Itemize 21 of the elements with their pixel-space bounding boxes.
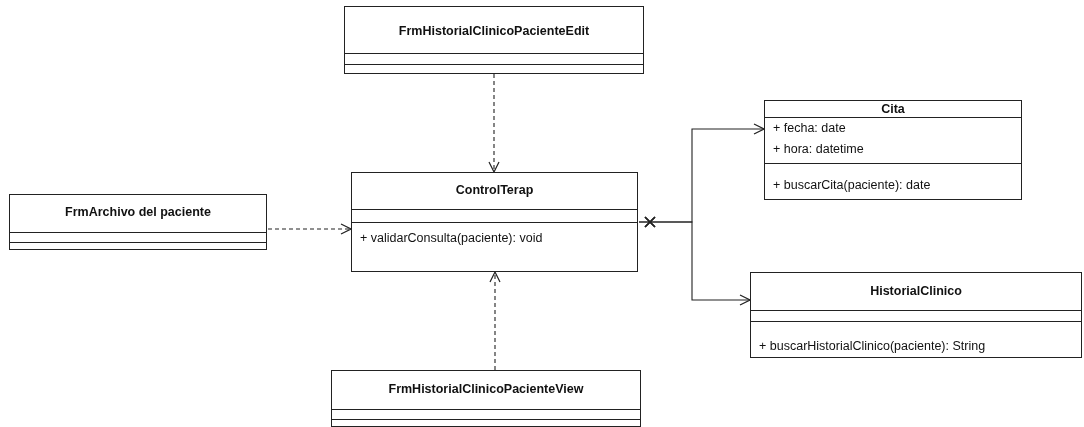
class-name: Cita (880, 102, 906, 117)
class-box (764, 100, 1022, 200)
class-member: + validarConsulta(paciente): void (360, 231, 543, 246)
class-member: + fecha: date (773, 121, 846, 136)
arrow (489, 271, 501, 371)
class-member: + buscarHistorialClinico(paciente): String (759, 339, 986, 354)
class-box (750, 272, 1082, 358)
class-box (331, 370, 641, 427)
class-name: ControlTerap (454, 183, 535, 198)
class-box (344, 6, 644, 74)
arrow (488, 73, 500, 173)
class-name: FrmHistorialClinicoPacienteEdit (397, 24, 591, 39)
class-member: + hora: datetime (773, 142, 864, 157)
class-box (351, 172, 638, 272)
arrow (267, 223, 352, 235)
class-box (9, 194, 267, 250)
class-name: HistorialClinico (869, 284, 963, 299)
class-member: + buscarCita(paciente): date (773, 178, 931, 193)
arrow (638, 216, 751, 306)
class-name: FrmHistorialClinicoPacienteView (387, 382, 585, 397)
class-name: FrmArchivo del paciente (64, 205, 212, 220)
